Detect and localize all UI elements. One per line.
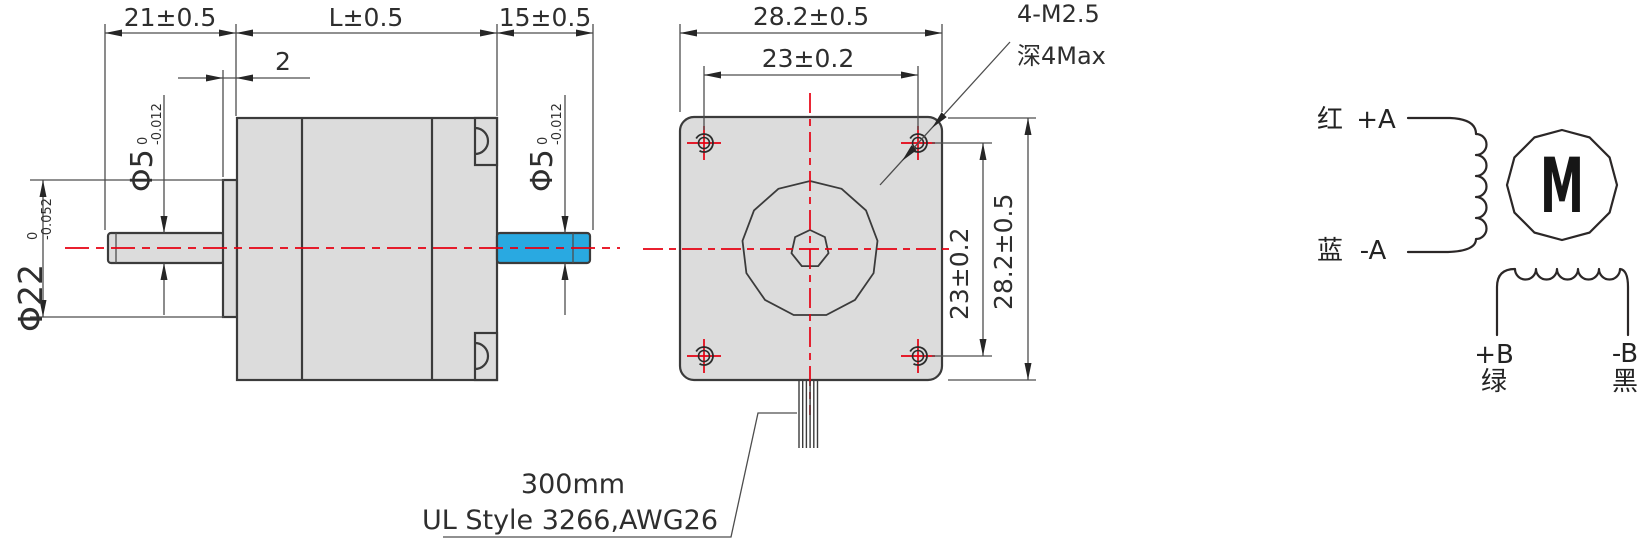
phase-b-coil: [1495, 267, 1630, 337]
mounting-hole-top-right: [901, 126, 935, 160]
phase-b-plus-label: +B: [1474, 340, 1514, 370]
front-view: [643, 93, 955, 448]
lead-wires: [798, 381, 819, 448]
phase-b-plus-wire-color: 绿: [1481, 367, 1507, 397]
dim-front-shaft-dia: Φ5 0 -0.012: [525, 103, 565, 192]
side-view: [65, 116, 620, 382]
endcap-halfround-bottom: [474, 341, 490, 371]
dim-body-length: L±0.5: [329, 3, 404, 32]
endcap-notch-top: [473, 116, 499, 167]
mounting-hole-bottom-left: [687, 339, 721, 373]
cable-callout-leader: [443, 412, 797, 538]
thread-callout-leader: [879, 41, 1011, 186]
mounting-hole-top-left: [687, 126, 721, 160]
svg-text:-0.012: -0.012: [550, 103, 565, 145]
svg-text:Φ22: Φ22: [11, 264, 50, 332]
phase-a-plus-label: +A: [1356, 105, 1396, 135]
cable-length-label: 300mm: [521, 469, 625, 500]
phase-b-minus-wire-color: 黑: [1612, 367, 1638, 397]
dim-hole-spacing-h: 23±0.2: [762, 44, 855, 73]
wiring-diagram: M 红 +A 蓝 -A +B 绿 -B 黑: [1317, 105, 1638, 397]
svg-text:0: 0: [136, 137, 151, 145]
svg-text:0: 0: [536, 137, 551, 145]
motor-symbol: M: [1540, 141, 1584, 230]
svg-text:28.2±0.5: 28.2±0.5: [989, 194, 1018, 310]
dim-rear-shaft-length: 21±0.5: [124, 3, 217, 32]
dim-face-width: 28.2±0.5: [753, 2, 869, 31]
mounting-hole-bottom-right: [901, 339, 935, 373]
cable-spec-label: UL Style 3266,AWG26: [422, 505, 718, 536]
svg-text:-0.052: -0.052: [40, 198, 55, 240]
dim-boss-dia: Φ22 0 -0.052: [11, 198, 55, 332]
thread-callout-line1: 4-M2.5: [1017, 0, 1100, 28]
motor-body: [235, 116, 499, 382]
front-view-dimensions: 28.2±0.5 23±0.2 23±0.2 28.2±0.5 4-M2.5 深…: [422, 0, 1106, 538]
svg-text:0: 0: [26, 232, 41, 240]
svg-text:Φ5: Φ5: [125, 149, 160, 192]
phase-a-minus-wire-color: 蓝: [1317, 236, 1343, 266]
endcap-halfround-top: [474, 126, 490, 156]
phase-b-minus-label: -B: [1612, 339, 1638, 369]
thread-callout-line2: 深4Max: [1017, 42, 1106, 70]
motor-circle: [1505, 128, 1619, 242]
endcap-notch-bottom: [473, 331, 499, 382]
svg-text:23±0.2: 23±0.2: [945, 227, 974, 320]
phase-a-coil: [1406, 116, 1488, 254]
dim-face-height: 28.2±0.5: [989, 194, 1018, 310]
dim-front-shaft-length: 15±0.5: [499, 3, 592, 32]
side-view-dimensions: 21±0.5 L±0.5 15±0.5 2 Φ22 0 -0.052 Φ5 0 …: [11, 3, 594, 332]
dim-boss-width: 2: [275, 47, 291, 76]
phase-a-plus-wire-color: 红: [1317, 105, 1343, 135]
svg-text:-0.012: -0.012: [150, 103, 165, 145]
dim-hole-spacing-v: 23±0.2: [945, 227, 974, 320]
phase-a-minus-label: -A: [1360, 236, 1387, 266]
dim-rear-shaft-dia: Φ5 0 -0.012: [125, 103, 165, 192]
svg-text:Φ5: Φ5: [525, 149, 560, 192]
